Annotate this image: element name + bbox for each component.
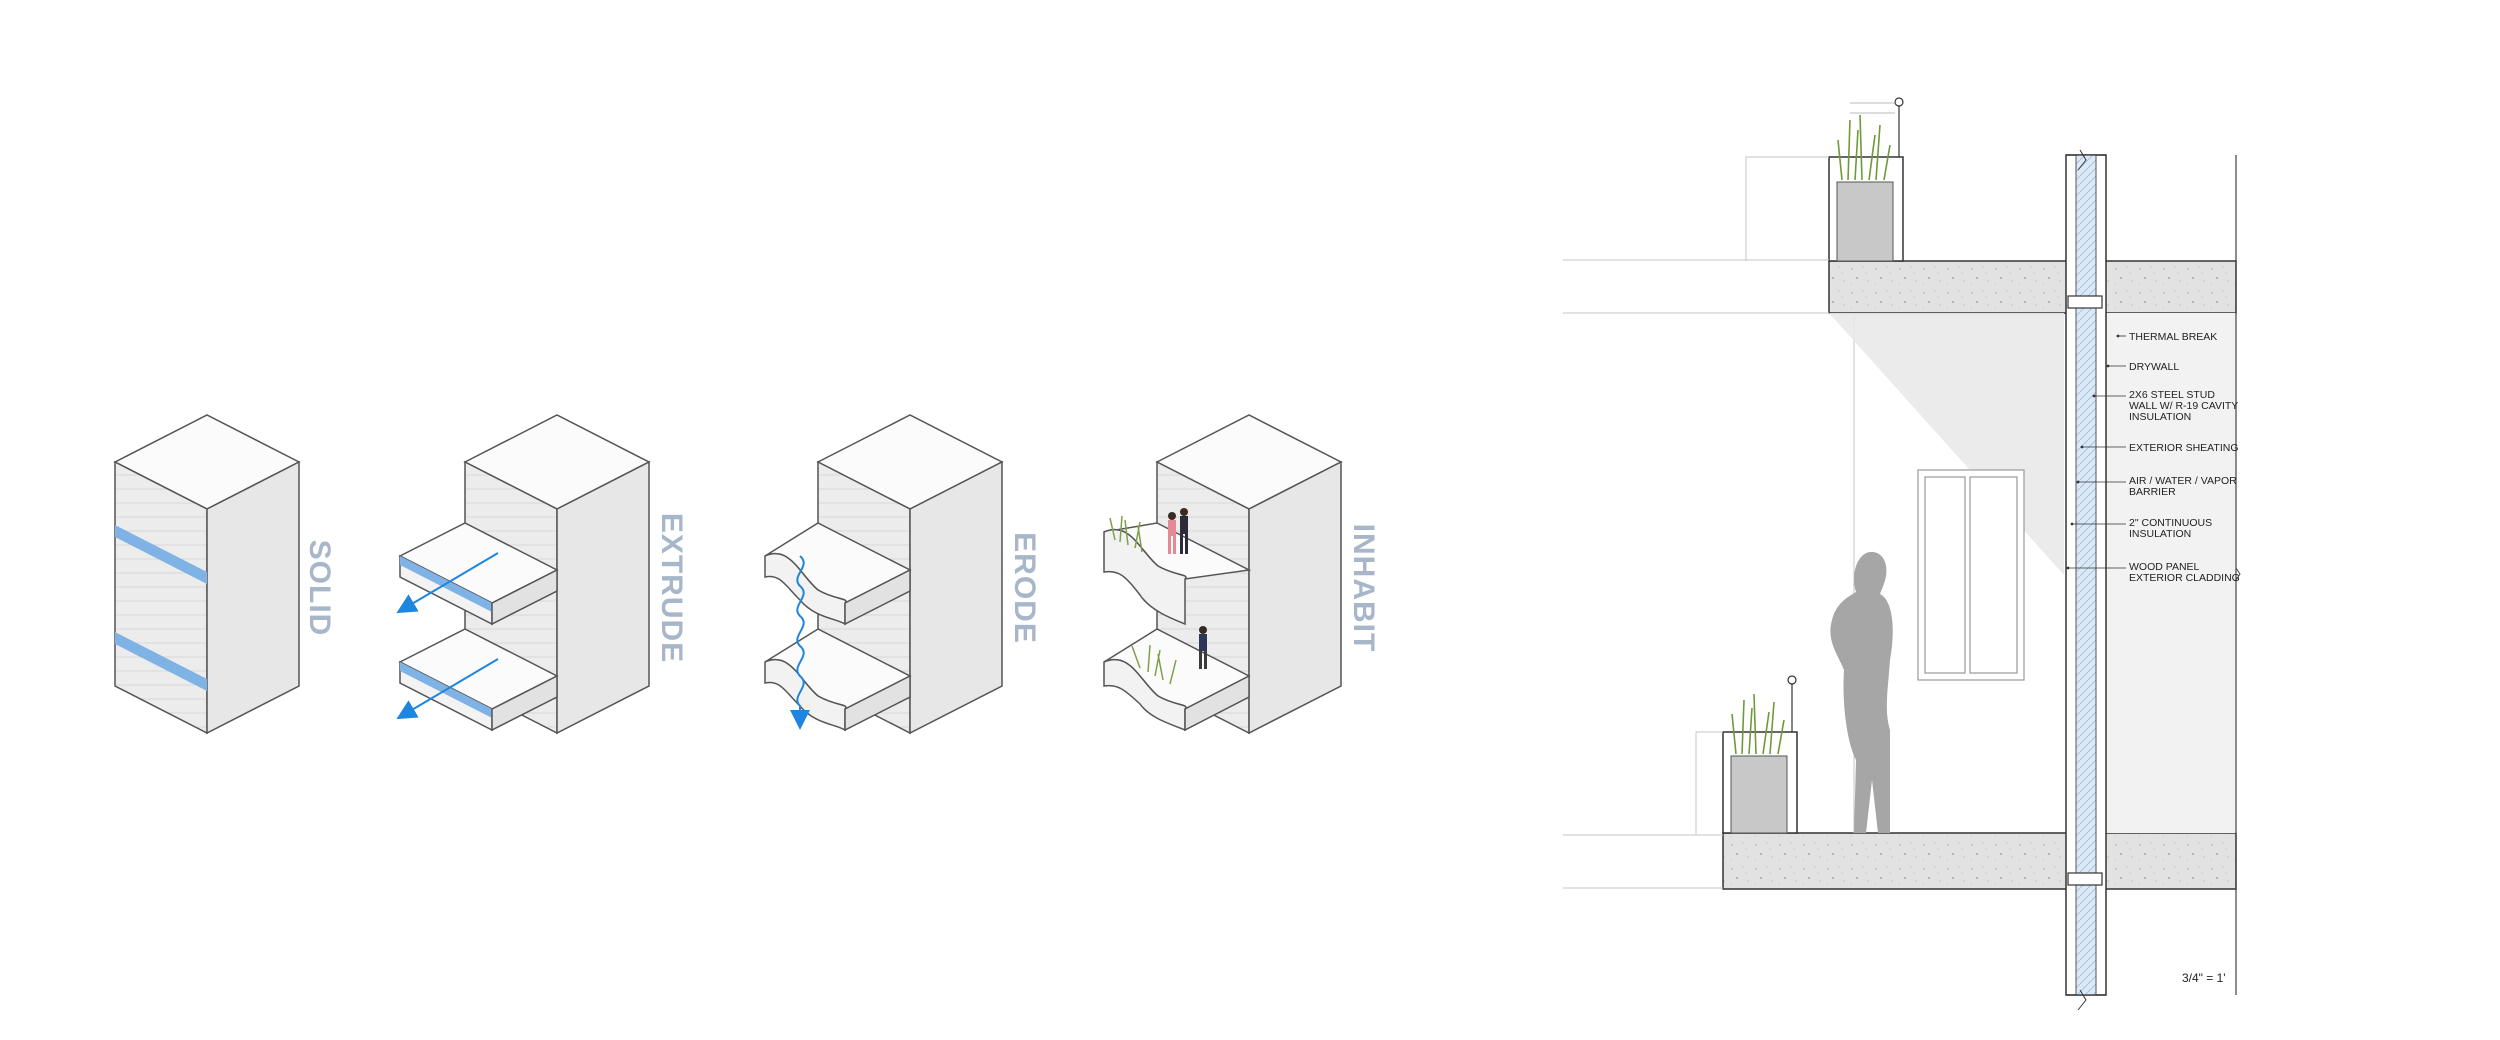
section-notes: THERMAL BREAK DRYWALL 2X6 STEEL STUD WAL… (2066, 331, 2241, 584)
erode-arrow (790, 555, 810, 730)
thermal-break-upper (2067, 295, 2103, 309)
note-thermal-break: THERMAL BREAK (2129, 331, 2217, 343)
note-drywall: DRYWALL (2129, 361, 2179, 373)
note-wood-panel: WOOD PANEL EXTERIOR CLADDING (2129, 561, 2240, 584)
lower-slab (1722, 832, 2237, 890)
people-icon (1168, 508, 1207, 669)
note-steel-stud: 2X6 STEEL STUD WALL W/ R-19 CAVITY INSUL… (2129, 389, 2241, 423)
note-air-water-vapor: AIR / WATER / VAPOR BARRIER (2129, 475, 2240, 498)
note-exterior-sheating: EXTERIOR SHEATING (2129, 442, 2239, 454)
wall-section (1563, 97, 2241, 1011)
block-inhabit: INHABIT (1103, 414, 1380, 735)
plant-icon (1731, 693, 1785, 755)
step-label-erode: ERODE (1008, 532, 1041, 644)
extrude-arrow (396, 552, 499, 614)
plant-icon (1837, 114, 1891, 181)
window (1917, 469, 2025, 681)
step-label-solid: SOLID (303, 540, 336, 637)
note-continuous-insulation: 2" CONTINUOUS INSULATION (2129, 517, 2215, 540)
extrude-arrow (396, 658, 499, 720)
step-label-inhabit: INHABIT (1347, 524, 1380, 653)
scale-label: 3/4" = 1' (2182, 971, 2226, 985)
accent-band (115, 525, 207, 584)
block-extrude: EXTRUDE (396, 414, 688, 735)
block-solid: SOLID (113, 414, 336, 735)
person-silhouette-icon (1830, 551, 1893, 833)
block-erode: ERODE (764, 414, 1041, 735)
step-label-extrude: EXTRUDE (655, 513, 688, 663)
accent-band (115, 632, 207, 691)
upper-slab (1828, 260, 2237, 314)
plant-icon (1109, 515, 1177, 685)
thermal-break-lower (2067, 872, 2103, 886)
